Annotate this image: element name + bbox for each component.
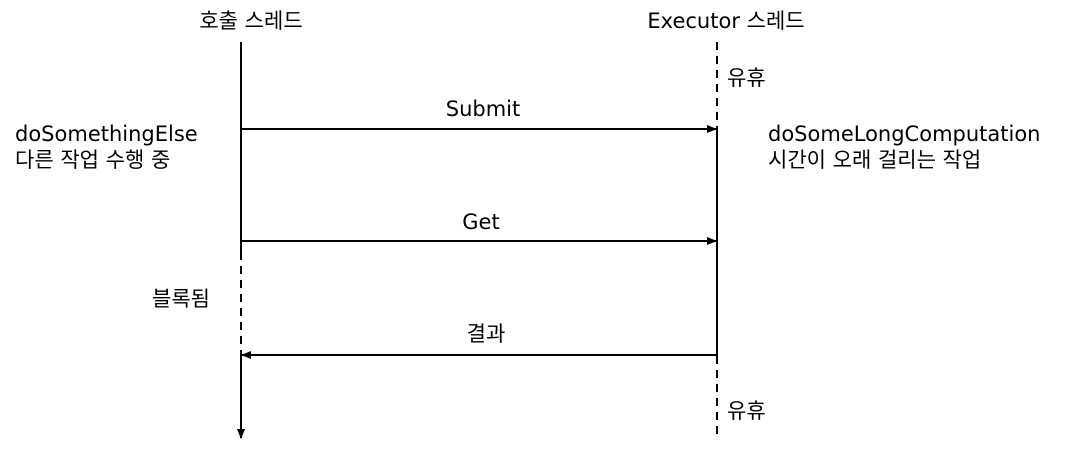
caller-blocked-label: 블록됨 [152, 287, 210, 311]
executor-work-method: doSomeLongComputation [768, 122, 1041, 146]
caller-work-annotation: doSomethingElse 다른 작업 수행 중 [15, 121, 198, 173]
get-label: Get [462, 210, 500, 234]
executor-idle-top-label: 유휴 [727, 66, 766, 90]
executor-idle-bottom-label: 유휴 [727, 399, 766, 423]
executor-work-description: 시간이 오래 걸리는 작업 [768, 148, 982, 172]
submit-label: Submit [445, 97, 521, 121]
caller-thread-title: 호출 스레드 [199, 9, 303, 33]
result-label: 결과 [466, 322, 506, 346]
caller-work-description: 다른 작업 수행 중 [15, 148, 171, 172]
executor-thread-title: Executor 스레드 [647, 9, 805, 33]
executor-work-annotation: doSomeLongComputation 시간이 오래 걸리는 작업 [768, 121, 1041, 173]
caller-work-method: doSomethingElse [15, 122, 198, 146]
